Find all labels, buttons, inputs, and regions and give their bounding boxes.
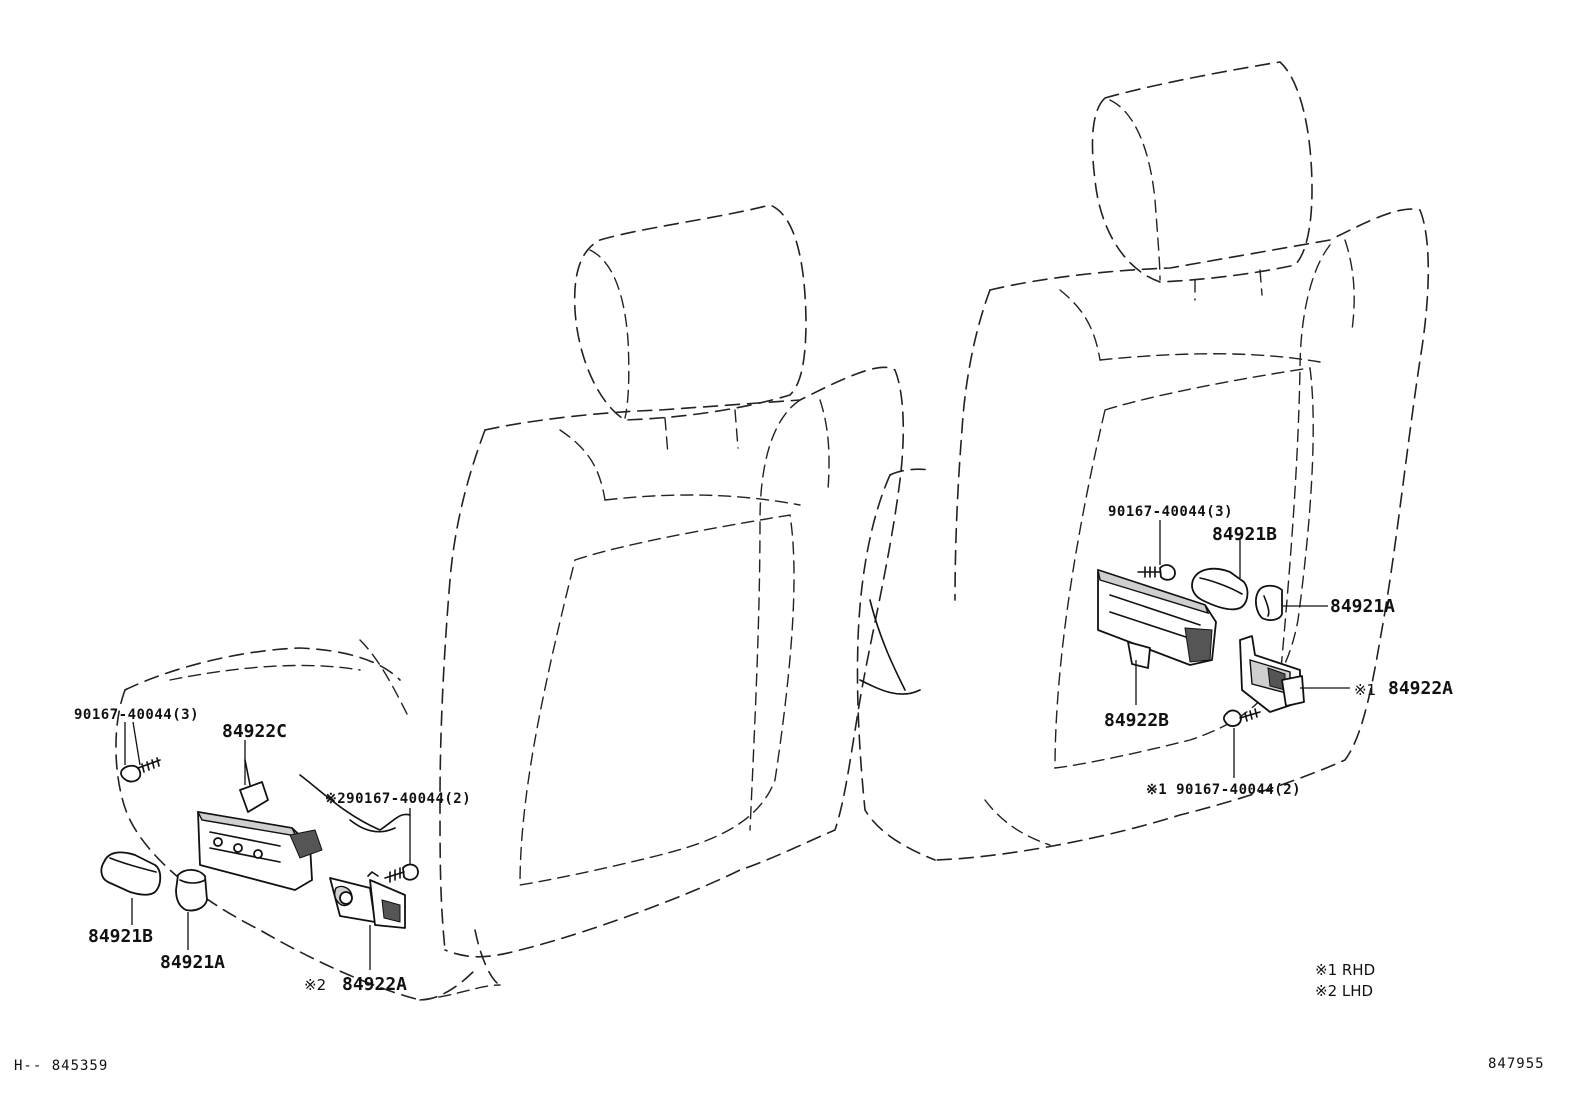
label-mark-1: ※1 [1354, 681, 1376, 699]
label-screw-left-mid: ※290167-40044(2) [325, 791, 471, 807]
switch-84922a-left [329, 871, 406, 929]
label-mark-2: ※2 [304, 976, 326, 994]
footer-left-ref: H-- 845359 [14, 1058, 108, 1074]
right-labels: 90167-40044(3) 84921B 84921A ※1 84922A 8… [1104, 504, 1453, 798]
left-labels: 90167-40044(3) 84922C ※290167-40044(2) 8… [74, 707, 471, 995]
knob-84921b-right [1191, 567, 1249, 611]
leader-lines [124, 520, 1350, 970]
label-84922a-right: 84922A [1388, 678, 1453, 699]
legend-lhd: ※2 LHD [1315, 982, 1373, 1000]
label-84921a-right: 84921A [1330, 596, 1395, 617]
screw-90167-left-top [120, 757, 161, 783]
footer-right-ref: 847955 [1488, 1056, 1545, 1072]
label-84922c: 84922C [222, 721, 287, 742]
screw-90167-right-bottom [1222, 708, 1261, 727]
right-seat-outline [856, 61, 1430, 861]
knob-84921a-left [175, 868, 208, 912]
switch-84922a-right [1239, 635, 1305, 713]
footer: H-- 845359 847955 [14, 1056, 1545, 1074]
knob-84921a-right [1255, 584, 1283, 621]
label-84921b-right: 84921B [1212, 524, 1277, 545]
label-screw-right-bottom: ※1 90167-40044(2) [1146, 782, 1301, 798]
knob-84921b-left [100, 851, 162, 896]
label-84922b: 84922B [1104, 710, 1169, 731]
bezel-84922b-right [1097, 568, 1217, 669]
bezel-84922c-left [196, 759, 323, 891]
label-screw-right-top: 90167-40044(3) [1108, 504, 1233, 520]
label-screw-left-top: 90167-40044(3) [74, 707, 199, 723]
legend: ※1 RHD ※2 LHD [1315, 961, 1375, 1000]
label-84922a-left: 84922A [342, 974, 407, 995]
left-seat-outline [115, 204, 905, 1001]
label-84921b-left: 84921B [88, 926, 153, 947]
label-84921a-left: 84921A [160, 952, 225, 973]
screw-90167-right-top [1137, 564, 1176, 581]
screw-90167-left-mid [384, 863, 419, 883]
legend-rhd: ※1 RHD [1315, 961, 1375, 979]
